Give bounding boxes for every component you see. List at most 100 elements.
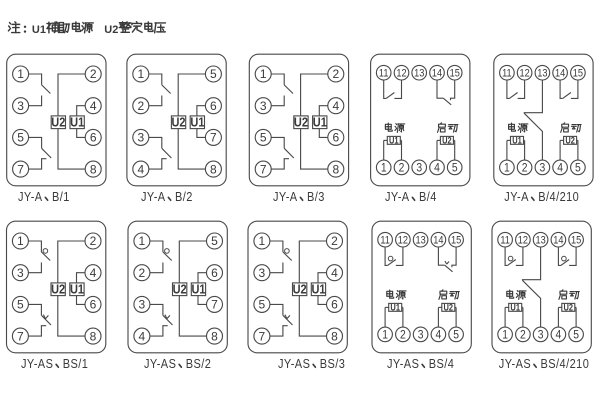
svg-text:15: 15: [573, 68, 584, 80]
svg-text:8: 8: [211, 329, 218, 343]
svg-text:2: 2: [332, 67, 339, 81]
svg-text:5: 5: [573, 329, 579, 342]
svg-text:3: 3: [418, 329, 424, 342]
svg-text:7: 7: [210, 131, 217, 145]
svg-text:1: 1: [259, 234, 266, 248]
svg-text:U2: U2: [442, 136, 452, 146]
svg-text:13: 13: [415, 235, 426, 247]
svg-text:3: 3: [137, 131, 144, 145]
svg-text:4: 4: [556, 329, 562, 342]
svg-text:1: 1: [260, 67, 267, 81]
svg-text:11: 11: [380, 235, 390, 247]
svg-text:1: 1: [137, 67, 144, 81]
svg-text:U1: U1: [390, 303, 400, 313]
svg-text:2: 2: [400, 329, 406, 342]
svg-text:4: 4: [90, 266, 97, 280]
svg-text:6: 6: [90, 131, 97, 145]
svg-text:2: 2: [399, 162, 405, 175]
svg-text:BS/3: BS/3: [320, 357, 346, 371]
svg-text:12: 12: [398, 235, 409, 247]
svg-text:7: 7: [211, 298, 218, 312]
svg-text:U1: U1: [70, 283, 84, 297]
svg-text:6: 6: [210, 99, 217, 113]
svg-text:1: 1: [139, 234, 146, 248]
svg-text:JY-AS: JY-AS: [144, 357, 176, 371]
svg-text:3: 3: [260, 99, 267, 113]
svg-text:5: 5: [210, 67, 217, 81]
svg-text:15: 15: [571, 235, 582, 247]
svg-text:14: 14: [433, 235, 444, 247]
svg-text:BS/4: BS/4: [429, 357, 455, 371]
svg-text:13: 13: [535, 235, 546, 247]
svg-text:1: 1: [381, 162, 387, 175]
svg-text:B/4/210: B/4/210: [538, 190, 579, 204]
svg-text:8: 8: [331, 329, 338, 343]
svg-text:2: 2: [522, 162, 528, 175]
svg-text:JY-A: JY-A: [273, 190, 298, 204]
svg-text:B/2: B/2: [175, 190, 193, 204]
svg-text:6: 6: [211, 266, 218, 280]
svg-text:U2: U2: [173, 283, 187, 297]
svg-text:3: 3: [259, 266, 266, 280]
svg-text:7: 7: [17, 162, 24, 176]
svg-text:U2: U2: [51, 283, 65, 297]
svg-text:U1: U1: [389, 136, 399, 146]
svg-text:8: 8: [90, 329, 97, 343]
svg-text:6: 6: [332, 131, 339, 145]
svg-text:U1: U1: [191, 283, 205, 297]
svg-text:13: 13: [414, 68, 425, 80]
svg-text:2: 2: [139, 266, 146, 280]
svg-text:4: 4: [90, 99, 97, 113]
svg-text:JY-A: JY-A: [385, 190, 410, 204]
svg-text:U1: U1: [32, 24, 46, 36]
svg-text:15: 15: [450, 68, 461, 80]
svg-text:U1: U1: [313, 116, 327, 130]
svg-text:JY-A: JY-A: [18, 190, 43, 204]
svg-text:U2: U2: [564, 303, 574, 313]
svg-text:4: 4: [332, 99, 339, 113]
svg-text:2: 2: [90, 67, 97, 81]
svg-text:JY-AS: JY-AS: [21, 357, 53, 371]
svg-text:1: 1: [17, 234, 24, 248]
svg-text:1: 1: [504, 162, 510, 175]
svg-text:U1: U1: [311, 283, 325, 297]
svg-text:U2: U2: [104, 24, 118, 36]
svg-text:15: 15: [451, 235, 462, 247]
svg-text:3: 3: [139, 298, 146, 312]
svg-text:5: 5: [575, 162, 581, 175]
svg-text:3: 3: [538, 329, 544, 342]
svg-text:2: 2: [137, 99, 144, 113]
svg-text:5: 5: [211, 234, 218, 248]
svg-text:3: 3: [540, 162, 546, 175]
svg-text:U2: U2: [171, 116, 185, 130]
svg-text:7: 7: [259, 329, 266, 343]
svg-text:2: 2: [331, 234, 338, 248]
svg-text:JY-AS: JY-AS: [387, 357, 419, 371]
svg-text:14: 14: [432, 68, 443, 80]
svg-text:6: 6: [331, 298, 338, 312]
svg-text:JY-AS: JY-AS: [278, 357, 310, 371]
svg-text:JY-AS: JY-AS: [499, 357, 531, 371]
svg-text:13: 13: [537, 68, 548, 80]
svg-text:3: 3: [17, 99, 24, 113]
svg-text:U1: U1: [70, 116, 84, 130]
svg-text:U2: U2: [565, 136, 575, 146]
svg-text:11: 11: [502, 68, 512, 80]
svg-text:11: 11: [379, 68, 389, 80]
svg-text:3: 3: [416, 162, 422, 175]
svg-text:BS/2: BS/2: [186, 357, 212, 371]
svg-text:JY-A: JY-A: [504, 190, 529, 204]
svg-text:14: 14: [555, 68, 566, 80]
svg-text:BS/1: BS/1: [63, 357, 89, 371]
svg-text:4: 4: [434, 162, 440, 175]
svg-text:5: 5: [259, 298, 266, 312]
svg-text:1: 1: [382, 329, 388, 342]
svg-text:4: 4: [331, 266, 338, 280]
svg-text:1: 1: [17, 67, 24, 81]
svg-text:5: 5: [453, 329, 459, 342]
svg-text:12: 12: [519, 68, 530, 80]
svg-text:8: 8: [210, 162, 217, 176]
svg-text:11: 11: [500, 235, 510, 247]
svg-text:U1: U1: [190, 116, 204, 130]
svg-text:B/4: B/4: [419, 190, 437, 204]
